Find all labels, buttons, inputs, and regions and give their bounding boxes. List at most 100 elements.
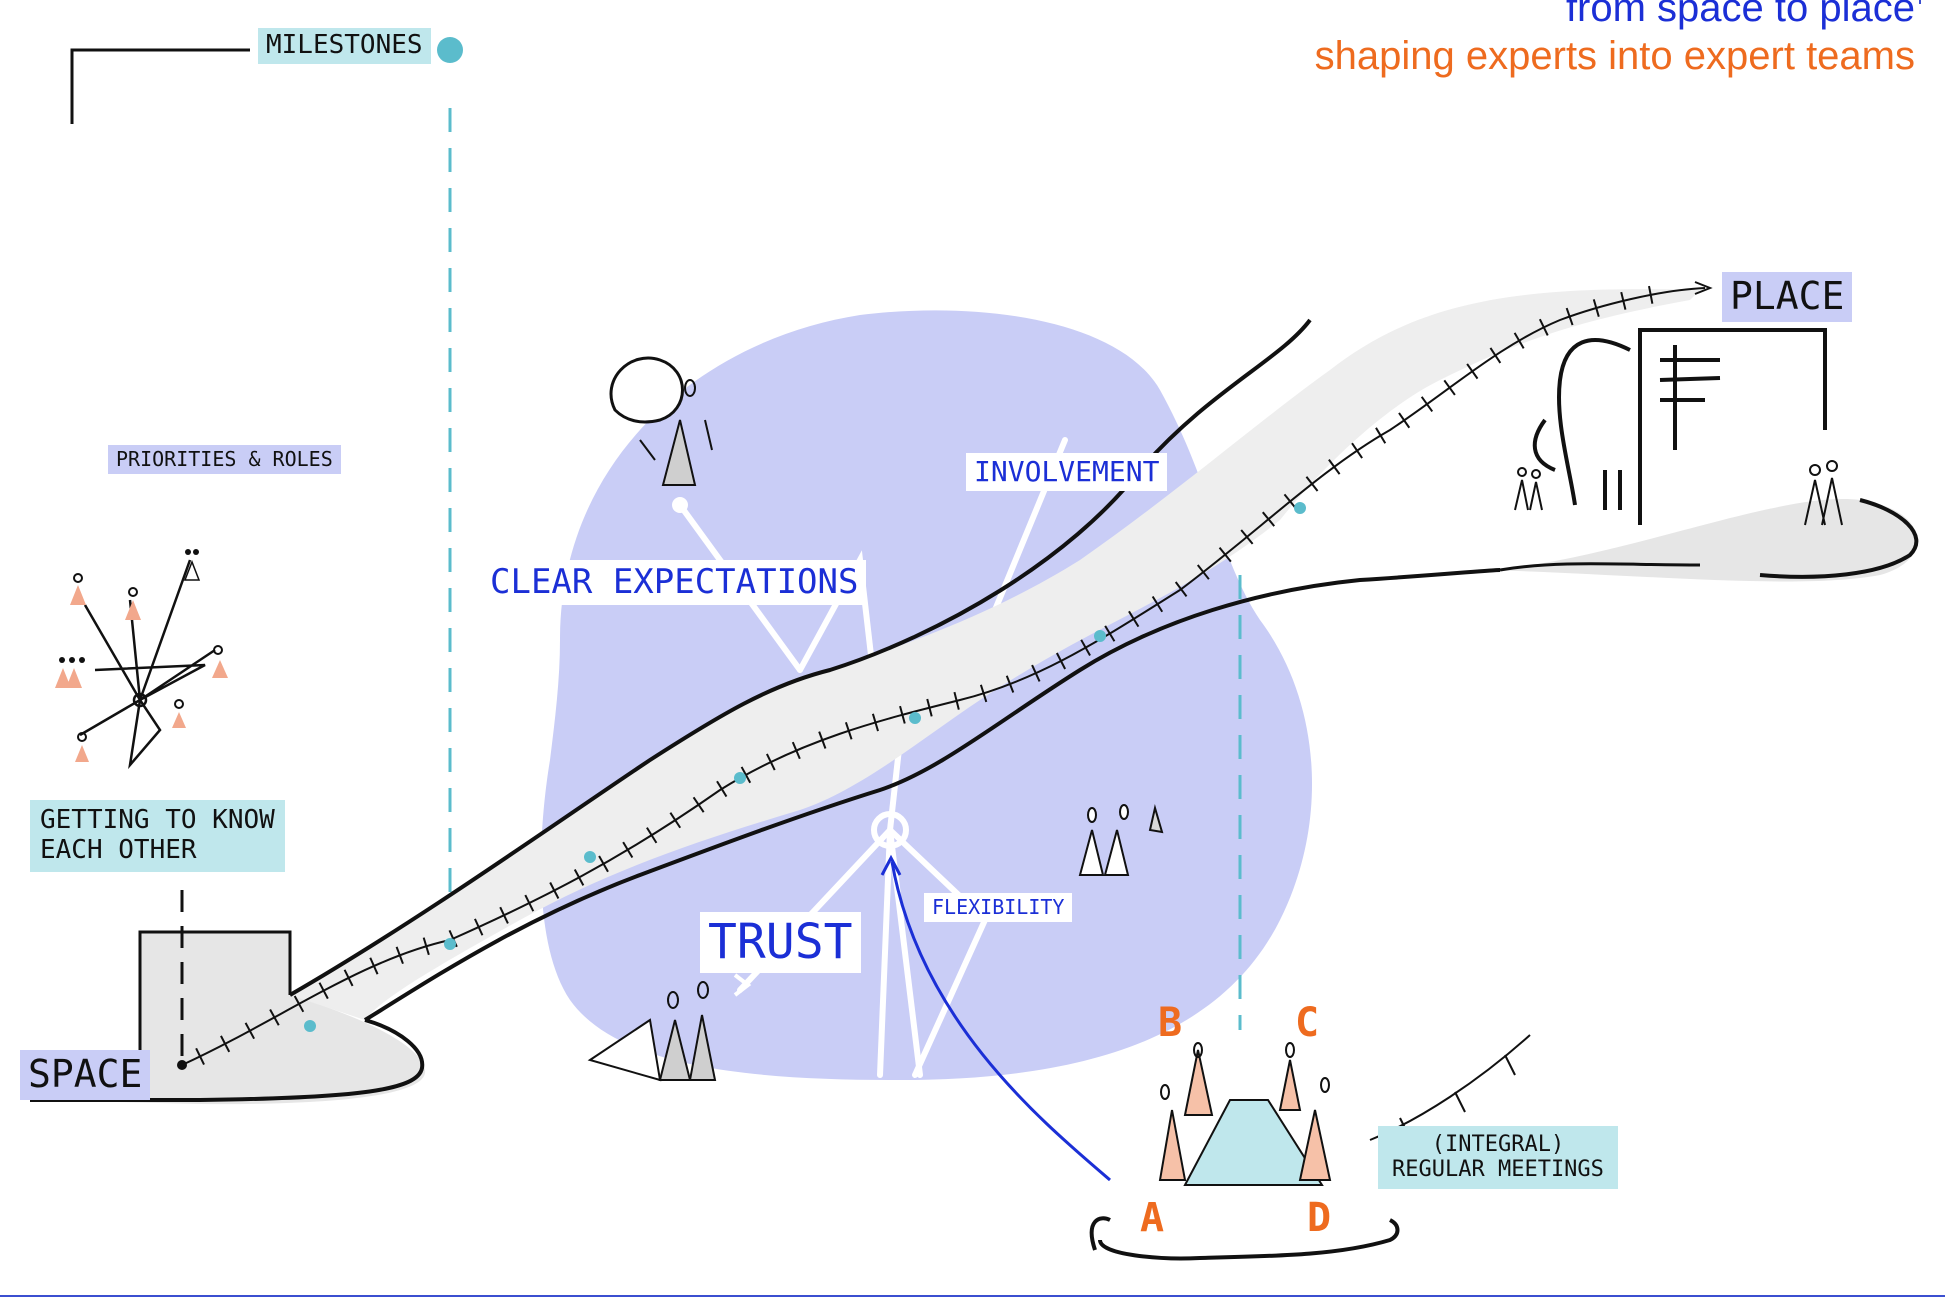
journey-tick <box>573 869 585 886</box>
journey-tick <box>598 855 609 873</box>
journey-tick <box>953 691 960 710</box>
milestone-dot-icon <box>444 938 456 950</box>
journey-tick <box>474 918 484 936</box>
journey-tick <box>716 780 728 798</box>
regular-meetings-label: (INTEGRAL) REGULAR MEETINGS <box>1378 1126 1618 1189</box>
journey-tick <box>499 906 509 924</box>
journey-tick <box>269 1008 280 1026</box>
getting-to-know-label: GETTING TO KNOW EACH OTHER <box>30 800 285 872</box>
journey-tick <box>1513 332 1525 349</box>
trust-label: TRUST <box>700 912 861 974</box>
journey-tick <box>1218 547 1232 563</box>
journey-tick <box>1080 639 1091 656</box>
journey-tick <box>1620 291 1627 310</box>
place-people <box>1514 460 1843 526</box>
milestone-dot-icon <box>584 851 596 863</box>
journey-tick <box>646 827 658 844</box>
journey-tick <box>1283 493 1297 509</box>
expectations-hub <box>672 497 688 513</box>
journey-tick <box>422 937 430 956</box>
journey-tick <box>1031 664 1041 682</box>
space-label: SPACE <box>20 1050 151 1100</box>
team-letter-a: A <box>1140 1195 1165 1241</box>
space-tower-outline <box>138 930 292 1060</box>
journey-tick <box>1305 476 1319 492</box>
place-ground-line <box>1499 562 1701 572</box>
team-letter-b: B <box>1158 1000 1183 1046</box>
journey-tick <box>1592 299 1600 317</box>
journey-tick <box>1104 625 1116 642</box>
flexibility-arrowhead <box>880 854 902 876</box>
building-icon <box>1532 328 1827 525</box>
title-line2: shaping experts into expert teams <box>1314 34 1915 78</box>
journey-tick <box>669 812 682 829</box>
flexibility-label: FLEXIBILITY <box>924 893 1073 922</box>
journey-tick <box>899 705 906 724</box>
getting-to-know-line2: EACH OTHER <box>40 834 197 865</box>
journey-tick <box>692 796 705 813</box>
place-label: PLACE <box>1722 272 1853 322</box>
journey-tick <box>766 753 776 771</box>
getting-to-know-line1: GETTING TO KNOW <box>40 805 275 835</box>
milestone-dot-icon <box>304 1020 316 1032</box>
journey-tick <box>1375 427 1387 444</box>
journey-tick <box>524 894 535 912</box>
journey-tick <box>244 1022 255 1040</box>
meeting-table-icon <box>1089 1042 1400 1261</box>
legend-bracket <box>70 48 250 124</box>
meeting-track <box>1369 1034 1531 1141</box>
journey-tick <box>844 721 853 740</box>
flexibility-arrow <box>890 861 1111 1182</box>
journey-tick <box>740 766 752 784</box>
journey-tick <box>1466 363 1479 380</box>
journey-ticks <box>195 285 1654 1065</box>
journey-tick <box>1128 610 1140 628</box>
milestone-dot-icon <box>437 37 463 63</box>
regular-meetings-line2: REGULAR MEETINGS <box>1392 1157 1604 1183</box>
flexibility-hub <box>871 811 909 849</box>
place-platform <box>1490 499 1918 582</box>
journey-tick <box>1196 564 1210 580</box>
journey-tick <box>195 1047 205 1065</box>
journey-tick <box>549 882 560 899</box>
milestone-dot-icon <box>1094 630 1106 642</box>
journey-tick <box>1240 529 1254 545</box>
journey-tick <box>622 841 634 859</box>
journey-tick <box>1005 675 1015 693</box>
journey-tick <box>1328 459 1341 475</box>
integral-line1: (INTEGRAL) <box>1431 1132 1565 1157</box>
journey-tick <box>818 731 827 749</box>
clear-expectations-label: CLEAR EXPECTATIONS <box>482 560 867 606</box>
journey-tick <box>1420 396 1434 413</box>
journey-tick <box>1174 581 1188 597</box>
journey-tick <box>395 946 404 965</box>
involvement-label: INVOLVEMENT <box>966 453 1168 492</box>
journey-tick <box>1565 307 1574 326</box>
milestone-dot-icon <box>909 712 921 724</box>
milestone-dot-icon <box>734 772 746 784</box>
journey-tick <box>343 969 354 987</box>
journey-tick <box>1351 442 1363 459</box>
team-letter-d: D <box>1307 1195 1332 1241</box>
journey-tick <box>1262 511 1276 527</box>
journey-tick <box>979 684 988 703</box>
journey-tick <box>1489 347 1502 364</box>
team-letter-c: C <box>1295 1000 1320 1046</box>
road-lower-edge <box>363 568 1501 1022</box>
bubble-people <box>1078 804 1164 876</box>
journey-tick <box>1055 652 1067 670</box>
journey-arrowhead <box>1694 281 1713 295</box>
milestones-label: MILESTONES <box>258 28 431 64</box>
journey-tick <box>871 713 879 732</box>
network-people <box>55 549 228 762</box>
priorities-roles-label: PRIORITIES & ROLES <box>108 445 341 474</box>
network-icon <box>79 559 216 770</box>
journey-line <box>181 287 1706 1066</box>
journey-tick <box>1648 285 1654 304</box>
milestone-dot-icon <box>1294 502 1306 514</box>
journey-tick <box>1151 595 1164 613</box>
thinking-person-icon <box>609 356 713 486</box>
road-ribbon <box>290 289 1700 1021</box>
journey-tick <box>1443 379 1456 396</box>
journey-tick <box>1538 318 1549 336</box>
